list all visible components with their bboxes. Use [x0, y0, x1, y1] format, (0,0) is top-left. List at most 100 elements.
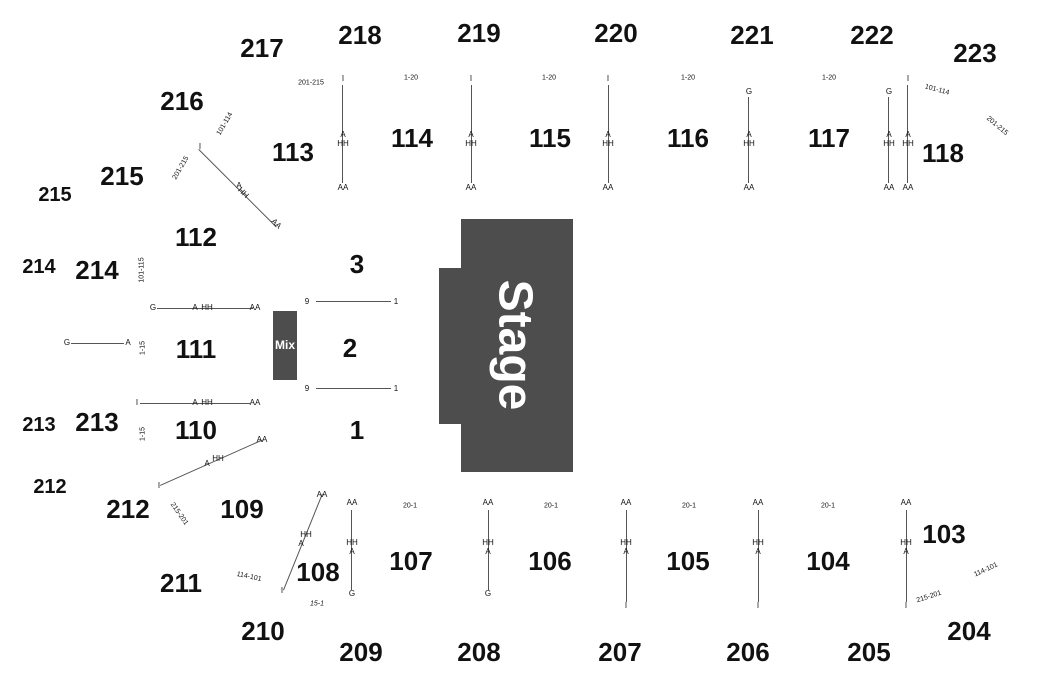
row-label: I [341, 74, 345, 83]
section-104[interactable]: 104 [806, 546, 850, 576]
section-215[interactable]: 215 [100, 161, 144, 191]
section-214-upper[interactable]: 214 [22, 256, 56, 278]
seat-range: 15-1 [309, 600, 325, 608]
section-112[interactable]: 112 [175, 222, 217, 252]
section-211[interactable]: 211 [160, 568, 202, 598]
seat-range: 201-215 [984, 115, 1010, 137]
row-label: HH [902, 139, 914, 148]
row-label: A [623, 547, 629, 556]
section-3[interactable]: 3 [349, 249, 365, 279]
mix-label: Mix [274, 338, 296, 352]
section-206[interactable]: 206 [726, 637, 770, 667]
row-label: I [904, 601, 908, 610]
row-label: A [340, 130, 346, 139]
stage-label: Stage [488, 279, 542, 411]
section-212-upper[interactable]: 212 [33, 476, 67, 498]
section-114[interactable]: 114 [391, 123, 433, 153]
section-110[interactable]: 110 [175, 415, 217, 445]
row-label: A [192, 398, 198, 407]
seat-range: 20-1 [402, 502, 418, 510]
row-label: A [468, 130, 474, 139]
section-115[interactable]: 115 [529, 123, 571, 153]
section-118[interactable]: 118 [922, 138, 964, 168]
row-label: AA [883, 183, 895, 192]
section-210[interactable]: 210 [241, 616, 285, 646]
row-label: I [280, 586, 284, 595]
section-2[interactable]: 2 [342, 333, 358, 363]
aisle-line [626, 510, 627, 602]
row-label: HH [201, 303, 213, 312]
floor-row-line [316, 301, 391, 302]
section-213-upper[interactable]: 213 [22, 414, 56, 436]
row-label: G [484, 589, 492, 598]
row-label: I [198, 142, 202, 151]
section-218[interactable]: 218 [338, 20, 382, 50]
section-213[interactable]: 213 [75, 407, 119, 437]
seat-range: 201-215 [171, 155, 191, 181]
section-209[interactable]: 209 [339, 637, 383, 667]
seat-range: 20-1 [820, 502, 836, 510]
floor-seat-label: 1 [393, 384, 399, 393]
row-label: HH [212, 454, 224, 463]
aisle-line [488, 510, 489, 590]
seat-range: 1-20 [541, 74, 557, 82]
section-223[interactable]: 223 [953, 38, 997, 68]
row-label: HH [743, 139, 755, 148]
aisle-line [140, 403, 250, 404]
section-216[interactable]: 216 [160, 86, 204, 116]
seat-range: 101-115 [138, 257, 146, 283]
section-117[interactable]: 117 [808, 123, 850, 153]
row-label: HH [346, 538, 358, 547]
section-204[interactable]: 204 [947, 616, 991, 646]
row-label: I [157, 481, 161, 490]
floor-seat-label: 9 [304, 384, 310, 393]
section-107[interactable]: 107 [389, 546, 433, 576]
seat-range: 114-101 [235, 570, 263, 584]
section-222[interactable]: 222 [850, 20, 894, 50]
section-219[interactable]: 219 [457, 18, 501, 48]
row-label: A [605, 130, 611, 139]
section-215-upper[interactable]: 215 [38, 184, 72, 206]
row-label: HH [900, 538, 912, 547]
row-label: AA [249, 398, 261, 407]
section-207[interactable]: 207 [598, 637, 642, 667]
section-208[interactable]: 208 [457, 637, 501, 667]
section-214[interactable]: 214 [75, 255, 119, 285]
aisle-line [342, 85, 343, 183]
row-label: A [485, 547, 491, 556]
row-label: I [606, 74, 610, 83]
section-221[interactable]: 221 [730, 20, 774, 50]
aisle-line [471, 85, 472, 183]
seat-range: 101-114 [215, 111, 235, 137]
section-116[interactable]: 116 [667, 123, 709, 153]
row-label: HH [337, 139, 349, 148]
section-106[interactable]: 106 [528, 546, 572, 576]
stage-thrust[interactable] [439, 268, 463, 424]
row-label: A [192, 303, 198, 312]
row-label: I [756, 601, 760, 610]
section-113[interactable]: 113 [272, 137, 314, 167]
section-212[interactable]: 212 [106, 494, 150, 524]
section-205[interactable]: 205 [847, 637, 891, 667]
section-220[interactable]: 220 [594, 18, 638, 48]
row-label: AA [256, 435, 268, 444]
aisle-line [351, 510, 352, 590]
seat-range: 20-1 [681, 502, 697, 510]
section-108[interactable]: 108 [296, 557, 340, 587]
row-label: A [298, 539, 304, 548]
floor-seat-label: 1 [393, 297, 399, 306]
section-103[interactable]: 103 [922, 519, 966, 549]
section-105[interactable]: 105 [666, 546, 710, 576]
stage[interactable] [461, 219, 573, 472]
section-109[interactable]: 109 [220, 494, 264, 524]
row-label: AA [465, 183, 477, 192]
row-label: A [125, 338, 131, 347]
seat-range: 201-215 [298, 79, 324, 87]
row-label: AA [620, 498, 632, 507]
section-111[interactable]: 111 [175, 334, 217, 364]
floor-row-line [316, 388, 391, 389]
section-217[interactable]: 217 [240, 33, 284, 63]
seat-range: 20-1 [543, 502, 559, 510]
section-1[interactable]: 1 [349, 415, 365, 445]
